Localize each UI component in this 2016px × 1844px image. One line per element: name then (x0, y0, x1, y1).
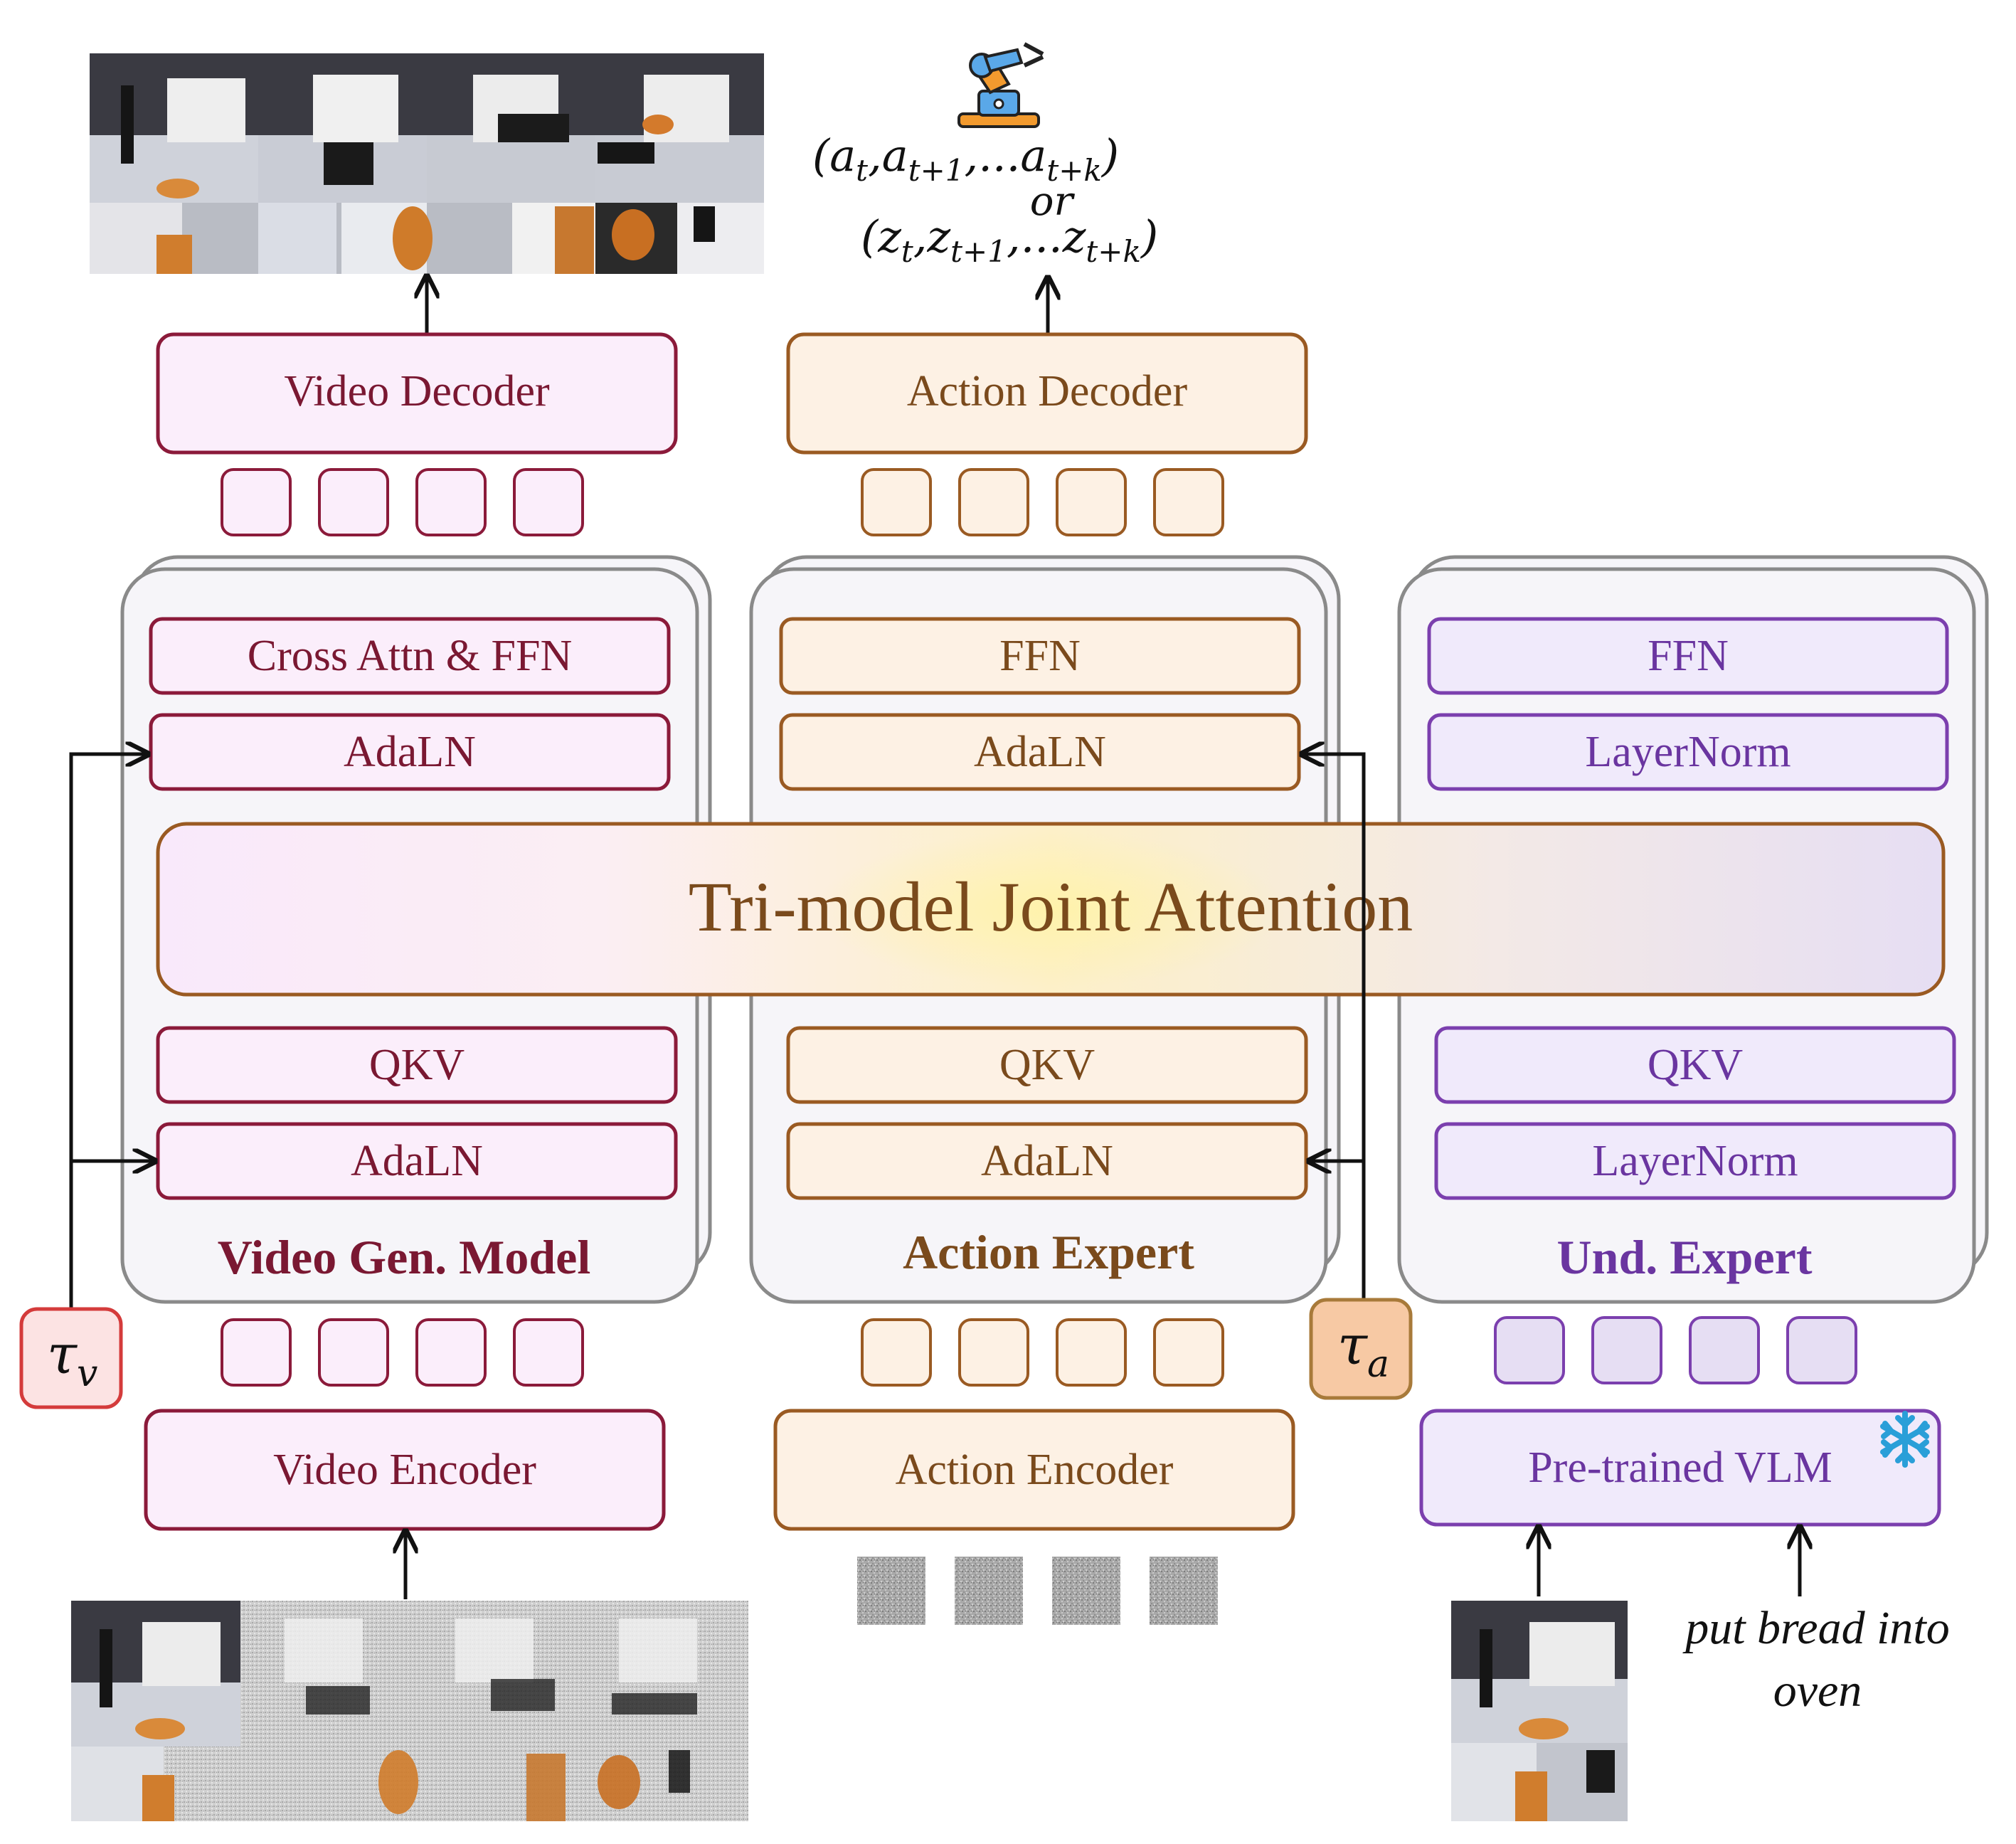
action-expert-title: Action Expert (903, 1225, 1194, 1279)
tau-a-box: τa (1309, 1298, 1413, 1400)
tau-v-connectors (69, 754, 155, 1316)
output-frame-1 (90, 53, 258, 203)
svg-text:τv: τv (47, 1323, 97, 1395)
svg-text:Video Encoder: Video Encoder (273, 1446, 536, 1494)
svg-text:Cross Attn & FFN: Cross Attn & FFN (248, 632, 573, 680)
action-input-tokens (861, 1318, 1224, 1387)
action-qkv: QKV (786, 1026, 1308, 1104)
tau-a-connectors (1302, 754, 1366, 1302)
video-output-frames (90, 53, 764, 274)
svg-text:AdaLN: AdaLN (974, 728, 1106, 776)
video-gen-model-title: Video Gen. Model (218, 1230, 590, 1284)
snowflake-icon (1880, 1411, 1930, 1468)
video-cross-attn-ffn: Cross Attn & FFN (149, 617, 671, 695)
svg-text:Pre-trained VLM: Pre-trained VLM (1528, 1443, 1832, 1492)
svg-text:AdaLN: AdaLN (981, 1137, 1113, 1185)
video-input-tokens (221, 1318, 584, 1387)
svg-text:Video Decoder: Video Decoder (284, 367, 550, 415)
und-layernorm-top: LayerNorm (1427, 713, 1949, 791)
action-encoder: Action Encoder (773, 1409, 1295, 1531)
video-decoder: Video Decoder (156, 332, 678, 455)
instruction-line-1: put bread into (1682, 1602, 1950, 1654)
action-output-or: or (1030, 179, 1076, 225)
latent-output-sequence: (zt,zt+1,...zt+k) (861, 211, 1158, 269)
robot-arm-icon (957, 42, 1044, 128)
output-frame-4 (595, 53, 764, 203)
vlm-observation-image (1451, 1601, 1628, 1821)
und-input-tokens (1494, 1316, 1857, 1384)
svg-text:Action Decoder: Action Decoder (907, 367, 1188, 415)
svg-text:τa: τa (1337, 1313, 1389, 1386)
tri-model-joint-attention: Tri-model Joint Attention (156, 822, 1946, 997)
video-qkv: QKV (156, 1026, 678, 1104)
video-adaln-top: AdaLN (149, 713, 671, 791)
und-layernorm-bottom: LayerNorm (1434, 1122, 1956, 1200)
noisy-action-inputs (857, 1557, 1218, 1625)
action-decoder: Action Decoder (786, 332, 1308, 455)
video-adaln-bottom: AdaLN (156, 1122, 678, 1200)
output-frame-3 (427, 53, 595, 203)
svg-text:QKV: QKV (1648, 1041, 1744, 1089)
svg-text:FFN: FFN (1648, 632, 1729, 680)
svg-text:LayerNorm: LayerNorm (1592, 1137, 1798, 1185)
svg-text:AdaLN: AdaLN (344, 728, 476, 776)
svg-text:QKV: QKV (369, 1041, 465, 1089)
und-qkv: QKV (1434, 1026, 1956, 1104)
video-encoder: Video Encoder (144, 1409, 666, 1531)
action-adaln-bottom: AdaLN (786, 1122, 1308, 1200)
tau-v-box: τv (19, 1307, 123, 1409)
noisy-video-input-frames (71, 1601, 748, 1821)
svg-text:AdaLN: AdaLN (351, 1137, 483, 1185)
svg-text:Tri-model Joint Attention: Tri-model Joint Attention (689, 867, 1413, 946)
svg-text:Action Encoder: Action Encoder (896, 1446, 1174, 1494)
output-frame-2 (258, 53, 427, 203)
svg-text:FFN: FFN (999, 632, 1081, 680)
svg-text:QKV: QKV (999, 1041, 1095, 1089)
action-output-sequence: (at,at+1,...at+k) (812, 129, 1119, 188)
und-ffn: FFN (1427, 617, 1949, 695)
instruction-line-2: oven (1773, 1665, 1862, 1717)
video-output-tokens (221, 468, 584, 536)
pre-trained-vlm: Pre-trained VLM (1419, 1409, 1941, 1527)
action-output-formula: (at,at+1,...at+k) or (zt,zt+1,...zt+k) (812, 129, 1158, 269)
action-adaln-top: AdaLN (779, 713, 1301, 791)
und-expert-title: Und. Expert (1557, 1230, 1813, 1284)
action-output-tokens (861, 468, 1224, 536)
svg-text:LayerNorm: LayerNorm (1585, 728, 1790, 776)
action-ffn: FFN (779, 617, 1301, 695)
